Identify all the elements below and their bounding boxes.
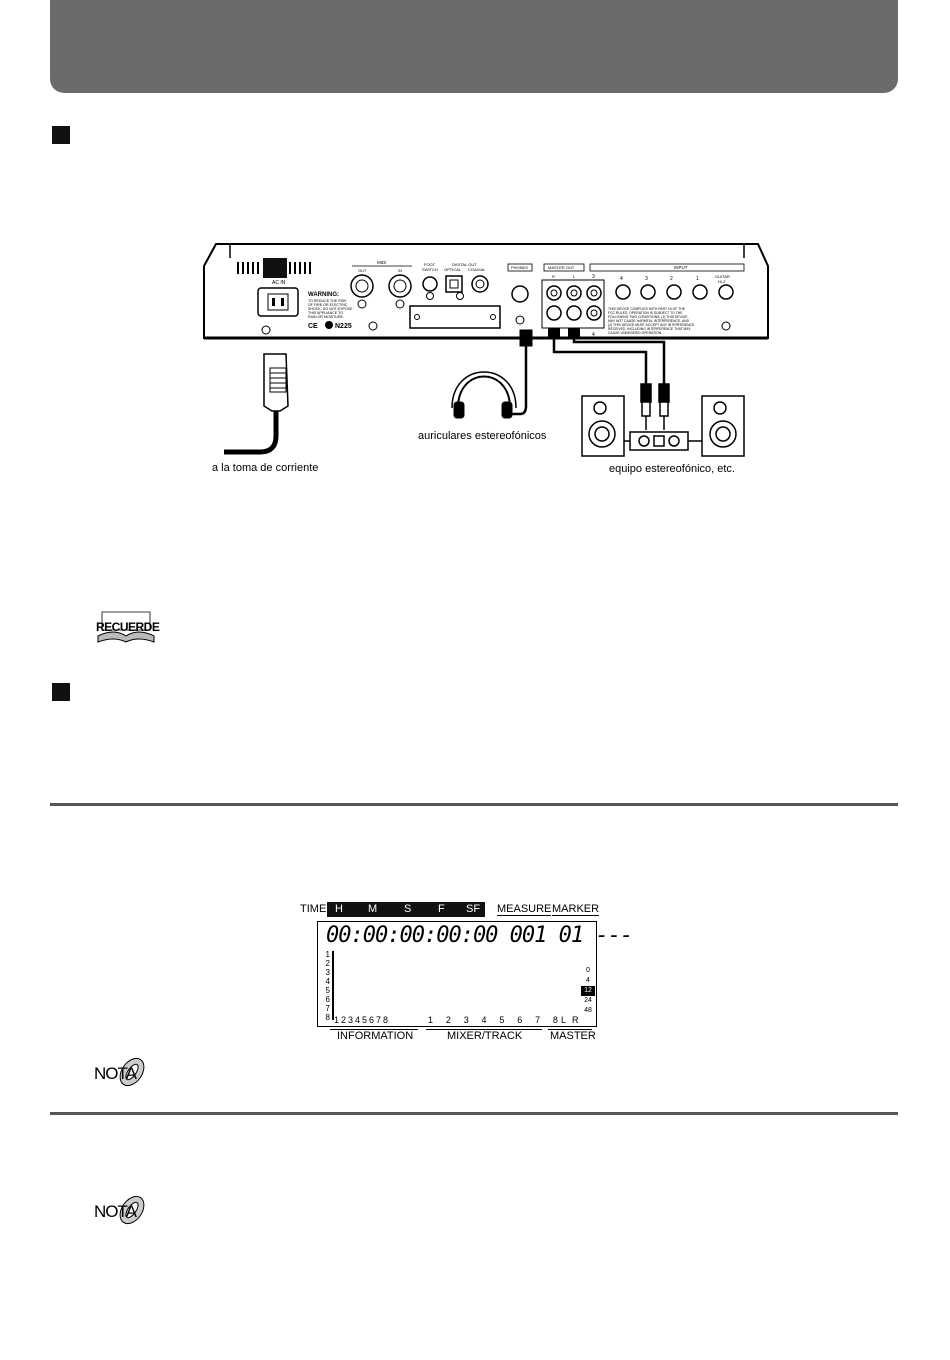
stereo-system	[581, 395, 745, 457]
foot-switch-jack	[422, 276, 438, 292]
headphones	[451, 329, 533, 419]
lcd-level-scale: 0 4 12 24 48	[581, 966, 595, 1016]
svg-text:OPTICAL: OPTICAL	[444, 267, 462, 272]
nota-icon: NOTA	[94, 1192, 150, 1228]
power-cable	[224, 353, 289, 455]
svg-text:2: 2	[670, 276, 673, 282]
master-out-label: MASTER OUT	[548, 265, 575, 270]
lcd-section-information: INFORMATION	[337, 1030, 414, 1042]
lcd-measure-label: MEASURE	[497, 903, 552, 916]
fcc-text: THIS DEVICE COMPLIES WITH PART 15 OF THE…	[608, 307, 695, 335]
divider-rule	[50, 1112, 898, 1115]
section-marker-square	[52, 683, 70, 701]
svg-text:GUITAR Hi-Z: GUITAR Hi-Z	[715, 274, 731, 284]
svg-text:3: 3	[592, 274, 595, 280]
lcd-mixer-numbers: 1 2 3 4 5 6 7 8	[428, 1015, 558, 1025]
caption-stereo-system: equipo estereofónico, etc.	[609, 463, 735, 475]
midi-label: MIDI	[377, 260, 387, 265]
screw	[261, 325, 271, 335]
page-header-bar	[50, 0, 898, 93]
svg-text:CE: CE	[308, 323, 318, 330]
warning-text: TO REDUCE THE RISK OF FIRE OR ELECTRIC S…	[308, 299, 353, 319]
phones-jack	[511, 285, 529, 303]
lcd-display-diagram: TIME H M S F SF MEASURE MARKER 00:00:00:…	[300, 902, 633, 1044]
ac-in-label: AC IN	[272, 280, 286, 286]
recuerde-icon: RECUERDE	[94, 608, 160, 644]
svg-text:OUT: OUT	[358, 268, 367, 273]
svg-text:L: L	[573, 274, 576, 279]
caption-power-outlet: a la toma de corriente	[212, 462, 319, 474]
lcd-time-label: TIME	[300, 903, 327, 915]
expansion-slot	[409, 305, 501, 329]
vent-slots	[237, 262, 311, 274]
master-out-cables	[552, 332, 666, 384]
foot-switch-label: FOOT SWITCH	[422, 262, 438, 272]
svg-text:1: 1	[696, 276, 699, 282]
phones-label: PHONES	[511, 265, 528, 270]
input-jacks	[615, 284, 734, 300]
svg-text:3: 3	[645, 276, 648, 282]
phone-plugs	[640, 383, 670, 430]
warning-title: WARNING:	[308, 292, 339, 298]
svg-text:IN: IN	[398, 268, 402, 273]
digital-out-label: DIGITAL OUT	[452, 262, 477, 267]
lcd-row-numbers: 1 2 3 4 5 6 7 8	[325, 950, 330, 1022]
lcd-section-mixer-track: MIXER/TRACK	[447, 1030, 523, 1042]
svg-text:R: R	[552, 274, 555, 279]
lcd-info-numbers: 12345678	[334, 1015, 391, 1025]
lcd-marker-label: MARKER	[552, 903, 600, 916]
divider-rule	[50, 803, 898, 806]
lcd-screen: 00:00:00:00:00 001 01 --- 1 2 3 4 5 6 7 …	[317, 921, 633, 1027]
svg-text:COAXIAL: COAXIAL	[468, 267, 486, 272]
master-out-r-jack	[546, 305, 562, 321]
nota-icon: NOTA	[94, 1054, 150, 1090]
svg-text:4: 4	[620, 276, 623, 282]
svg-text:4: 4	[592, 332, 595, 338]
caption-headphones: auriculares estereofónicos	[418, 430, 547, 442]
input-label: INPUT	[674, 265, 688, 270]
lcd-readout: 00:00:00:00:00 001 01 ---	[326, 923, 633, 948]
lcd-row-bar	[332, 951, 334, 1020]
section-marker-square	[52, 126, 70, 144]
lcd-section-master: MASTER	[550, 1030, 596, 1042]
master-out-l-jack	[566, 305, 582, 321]
model-label: N225	[335, 323, 352, 330]
connection-diagram: AC IN WARNING: TO REDUCE THE RISK OF FIR…	[203, 243, 769, 457]
lcd-time-fields-bar: H M S F SF	[327, 902, 485, 917]
power-switch	[263, 258, 287, 278]
